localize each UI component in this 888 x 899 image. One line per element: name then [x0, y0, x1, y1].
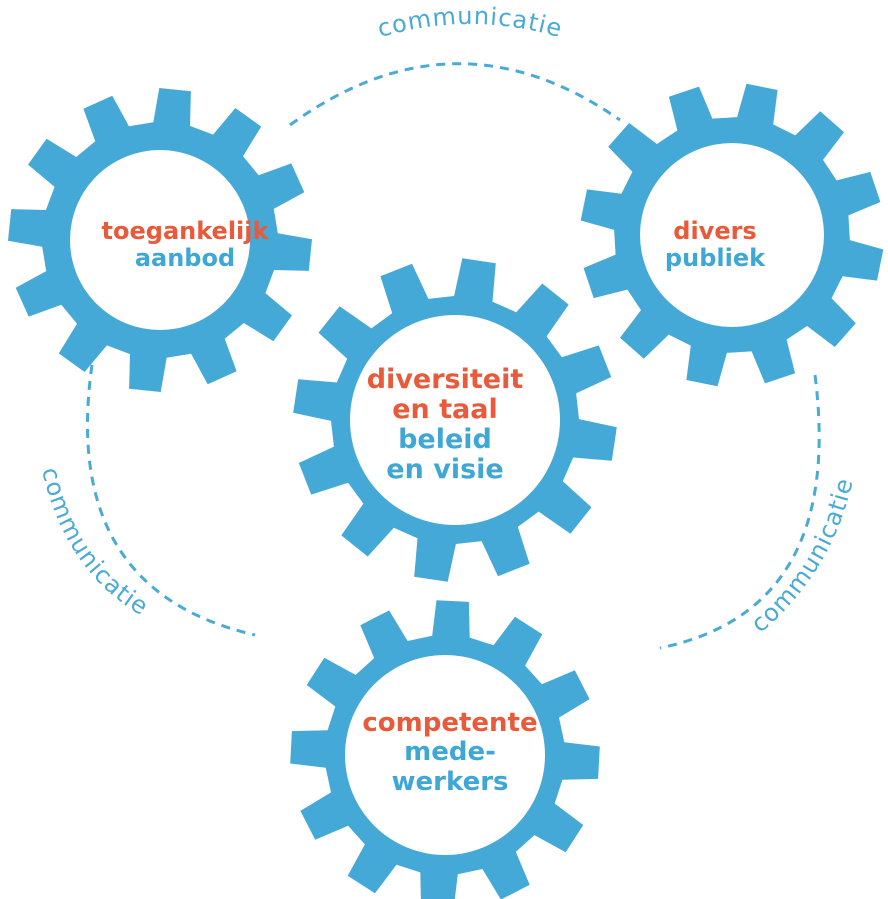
gear-left-hole	[70, 150, 250, 330]
gear-right-hole	[640, 143, 824, 327]
label-en-visie: en visie	[386, 454, 504, 486]
label-en-taal: en taal	[392, 393, 498, 425]
dashed-arc-top	[289, 62, 621, 127]
label-beleid: beleid	[398, 424, 492, 455]
gear-competente-medewerkers	[290, 600, 600, 899]
label-divers-publiek: divers publiek	[630, 205, 800, 285]
communicatie-left-label: communicatie	[36, 465, 154, 622]
label-competente-medewerkers: competente mede- werkers	[340, 698, 560, 808]
gear-center-hole	[350, 315, 560, 525]
communicatie-top-label: communicatie	[374, 2, 565, 43]
label-toegankelijk: toegankelijk	[101, 217, 269, 246]
dashed-arc-left	[86, 364, 256, 637]
gear-bottom-hole	[345, 655, 545, 855]
label-publiek: publiek	[664, 244, 766, 272]
label-aanbod: aanbod	[134, 244, 236, 272]
gear-toegankelijk-aanbod	[8, 88, 312, 392]
label-mede: mede-	[404, 737, 496, 768]
dashed-arc-right	[659, 374, 821, 650]
label-competente: competente	[362, 708, 538, 739]
label-divers: divers	[673, 217, 757, 246]
label-diversiteit: diversiteit	[366, 363, 524, 395]
label-diversiteit-beleid: diversiteit en taal beleid en visie	[345, 355, 545, 495]
label-toegankelijk-aanbod: toegankelijk aanbod	[85, 205, 285, 285]
label-werkers: werkers	[391, 766, 509, 797]
gear-divers-publiek	[580, 83, 884, 387]
gear-diversiteit-beleid	[293, 258, 617, 582]
communicatie-right-label: communicatie	[746, 475, 859, 638]
